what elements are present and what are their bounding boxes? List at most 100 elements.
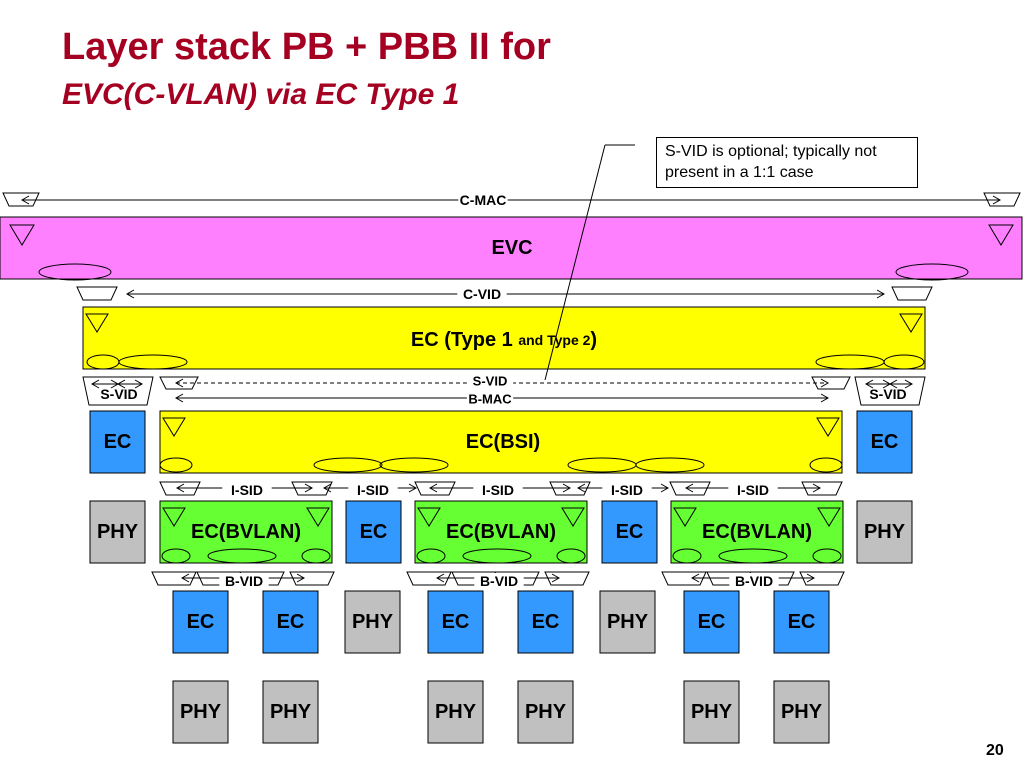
ec-box-mid-2 [601, 500, 658, 564]
ec-bvlan-triangle-right-1 [306, 507, 330, 527]
page-number: 20 [986, 742, 1004, 759]
i-sid-label-1: I-SID [231, 482, 263, 498]
evc-label: EVC [491, 237, 532, 259]
i-sid-connection-1-end [304, 483, 314, 493]
b-vid-label-3: B-VID [735, 573, 773, 589]
isid-port-6 [801, 481, 843, 496]
slide-title: Layer stack PB + PBB II for [62, 26, 551, 68]
ec-type1-triangle-left [85, 313, 109, 333]
phy-box-left [89, 500, 146, 564]
phy-box-left-label: PHY [97, 521, 139, 543]
svid-left-b-start [116, 379, 126, 389]
lower-ec-box-4 [427, 590, 484, 654]
i-sid-label-3-bg [473, 482, 523, 498]
lower-ec-box-2-label: EC [277, 611, 305, 633]
c-vid-label: C-VID [463, 286, 501, 302]
ec-box-mid-2-label: EC [616, 521, 644, 543]
bottom-phy-box-5-label: PHY [691, 701, 733, 723]
lower-ec-box-2 [262, 590, 319, 654]
i-sid-label-5-bg [728, 482, 778, 498]
ec-box-left-label: EC [104, 431, 132, 453]
ec-bvlan-ellipse-b-2 [462, 548, 532, 564]
ec-bvlan-label-2: EC(BVLAN) [446, 521, 556, 543]
lower-phy-box-3-label: PHY [352, 611, 394, 633]
evc-ellipse-left [38, 263, 112, 281]
i-sid-connection-4-start [576, 483, 586, 493]
lower-ec-box-1 [172, 590, 229, 654]
b-vid-connection-1-start [180, 573, 190, 583]
ec-bvlan-triangle-left-1 [162, 507, 186, 527]
bvid-port-1-1 [151, 571, 197, 586]
svid-right-b-start [888, 379, 898, 389]
bvid-port-2-1 [406, 571, 452, 586]
ec-bsi-ellipse-1 [159, 457, 193, 473]
s-vid-label-right: S-VID [869, 386, 906, 402]
b-mac-label-bg [466, 391, 514, 407]
svid-left-a-start [90, 379, 100, 389]
ec-box-right [856, 410, 913, 474]
b-vid-label-2-bg [474, 573, 524, 589]
b-vid-connection-3-end [806, 573, 816, 583]
svid-left-b-end [134, 379, 144, 389]
ec-bsi-ellipse-5 [635, 457, 705, 473]
b-vid-connection-1-end [296, 573, 306, 583]
cmac-port-left [2, 192, 40, 207]
lower-ec-box-5-label: EC [532, 611, 560, 633]
lower-ec-box-8 [773, 590, 830, 654]
i-sid-label-4: I-SID [611, 482, 643, 498]
i-sid-label-1-bg [222, 482, 272, 498]
ec-bvlan-ellipse-a-3 [672, 548, 702, 564]
lower-phy-box-6-label: PHY [607, 611, 649, 633]
ec-bsi-triangle-right [816, 417, 840, 437]
ec-bsi-triangle-left [162, 417, 186, 437]
i-sid-connection-1-start [175, 483, 185, 493]
bottom-phy-box-2-label: PHY [270, 701, 312, 723]
bottom-phy-box-3-label: PHY [435, 701, 477, 723]
evc-ellipse-right [895, 263, 969, 281]
i-sid-label-3: I-SID [482, 482, 514, 498]
i-sid-connection-2-start [322, 483, 332, 493]
bottom-phy-box-6-label: PHY [781, 701, 823, 723]
ec-bsi-ellipse-3 [379, 457, 449, 473]
lower-ec-box-1-label: EC [187, 611, 215, 633]
b-vid-connection-2-start [435, 573, 445, 583]
bvid-port-2-4 [544, 571, 590, 586]
evc-bar [0, 216, 1023, 280]
ec-type1-triangle-right [899, 313, 923, 333]
lower-ec-box-8-label: EC [788, 611, 816, 633]
evc-triangle-right [988, 224, 1014, 246]
i-sid-label-2: I-SID [357, 482, 389, 498]
ec-type1-bar [82, 306, 926, 370]
svid-right-a-start [864, 379, 874, 389]
i-sid-connection-3-start [428, 483, 438, 493]
b-mac-connection-start [174, 393, 184, 403]
i-sid-connection-4-end [660, 483, 670, 493]
c-vid-label-bg [457, 286, 507, 302]
i-sid-connection-2-end [408, 483, 418, 493]
ec-type1-ellipse-r2 [883, 354, 925, 370]
ec-bvlan-ellipse-b-3 [718, 548, 788, 564]
phy-box-right [856, 500, 913, 564]
ec-box-mid-1 [345, 500, 402, 564]
b-vid-label-1: B-VID [225, 573, 263, 589]
lower-ec-box-7-label: EC [698, 611, 726, 633]
lower-ec-box-5 [517, 590, 574, 654]
bottom-phy-box-6 [773, 680, 830, 744]
ec-bvlan-ellipse-c-2 [556, 548, 586, 564]
bottom-phy-box-4-label: PHY [525, 701, 567, 723]
ec-bvlan-triangle-right-3 [817, 507, 841, 527]
svid-dashed-connection-end [820, 378, 830, 388]
i-sid-label-4-bg [602, 482, 652, 498]
b-vid-label-2: B-VID [480, 573, 518, 589]
s-vid-label-center: S-VID [473, 374, 508, 389]
lower-phy-box-3 [344, 590, 401, 654]
i-sid-connection-5-start [684, 483, 694, 493]
ec-bvlan-triangle-left-3 [673, 507, 697, 527]
phy-box-right-label: PHY [864, 521, 906, 543]
callout-leader [544, 144, 606, 381]
ec-bsi-label: EC(BSI) [466, 431, 540, 453]
b-mac-connection-end [820, 393, 830, 403]
ec-bvlan-label-1: EC(BVLAN) [191, 521, 301, 543]
i-sid-connection-5-end [812, 483, 822, 493]
